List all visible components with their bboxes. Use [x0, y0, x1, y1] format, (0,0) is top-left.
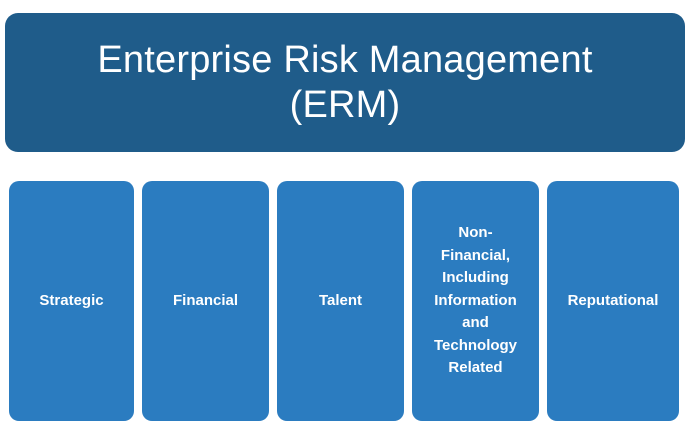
risk-category-label: Non- Financial, Including Information an… — [433, 224, 518, 377]
risk-category-label: Talent — [318, 291, 363, 309]
risk-category-row: Strategic Financial Talent Non- Financia… — [0, 181, 689, 421]
risk-category-label: Financial — [172, 291, 239, 309]
erm-header-block: Enterprise Risk Management (ERM) — [5, 13, 685, 152]
risk-category-strategic: Strategic — [9, 181, 134, 421]
erm-header-title: Enterprise Risk Management (ERM) — [97, 39, 593, 126]
risk-category-label: Reputational — [567, 291, 659, 309]
risk-category-reputational: Reputational — [547, 181, 679, 421]
risk-category-non-financial: Non- Financial, Including Information an… — [412, 181, 539, 421]
risk-category-label: Strategic — [39, 291, 104, 309]
risk-category-financial: Financial — [142, 181, 269, 421]
risk-category-talent: Talent — [277, 181, 404, 421]
